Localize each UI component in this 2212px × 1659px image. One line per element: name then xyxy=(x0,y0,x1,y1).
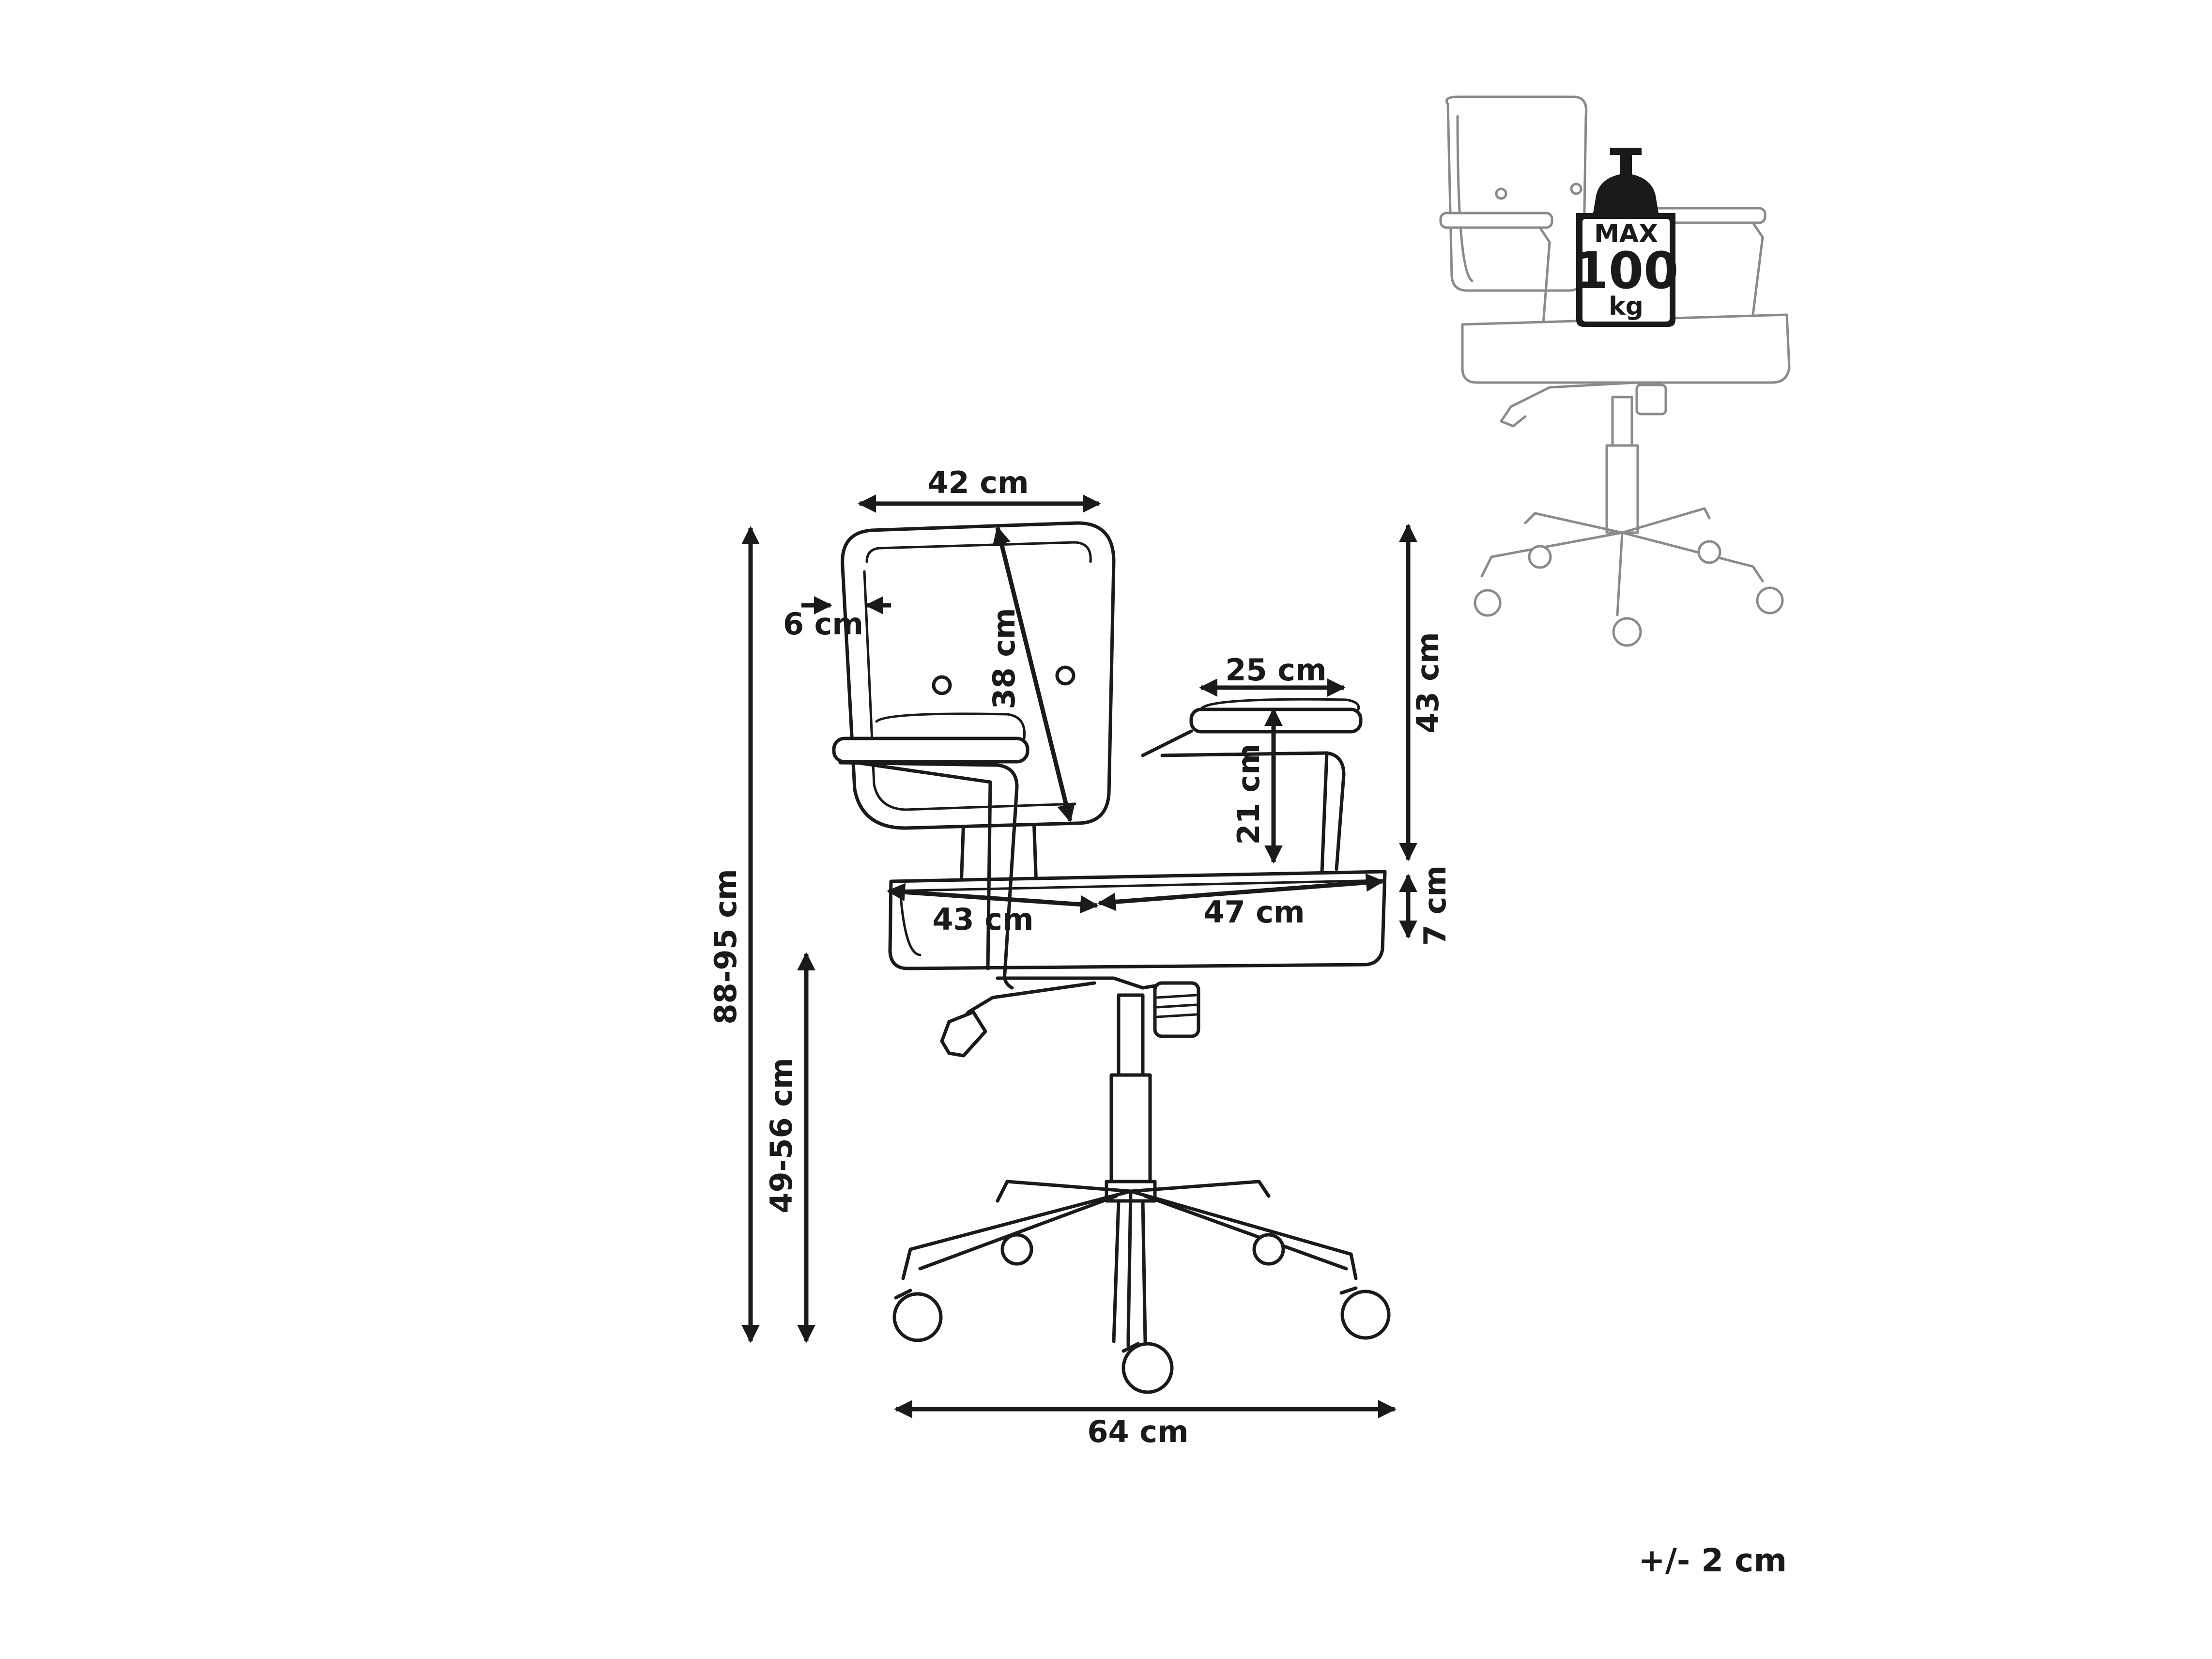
armrest-length-label: 25 cm xyxy=(1225,652,1326,688)
seat-height-label: 49-56 cm xyxy=(764,1058,799,1213)
total-height-label: 88-95 cm xyxy=(708,869,743,1024)
backrest-thickness-label: 6 cm xyxy=(783,606,863,642)
max-load-value: 100 xyxy=(1573,241,1678,300)
seat-to-top-label: 43 cm xyxy=(1410,632,1445,733)
base-width-label: 64 cm xyxy=(1087,1414,1188,1449)
backrest-height-label: 38 cm xyxy=(986,608,1022,709)
max-load-label: MAX xyxy=(1594,219,1658,248)
dimension-arrows xyxy=(741,494,1417,1418)
seat-thickness-label: 7 cm xyxy=(1417,865,1453,946)
backrest-width-label: 42 cm xyxy=(927,465,1029,500)
seat-depth-label: 47 cm xyxy=(1203,894,1305,930)
max-load-unit: kg xyxy=(1609,292,1644,321)
seat-width-label: 43 cm xyxy=(932,902,1033,937)
tolerance-note: +/- 2 cm xyxy=(1638,1542,1787,1579)
armrest-height-label: 21 cm xyxy=(1231,743,1266,845)
max-load-badge: MAX 100 kg xyxy=(1573,148,1679,327)
